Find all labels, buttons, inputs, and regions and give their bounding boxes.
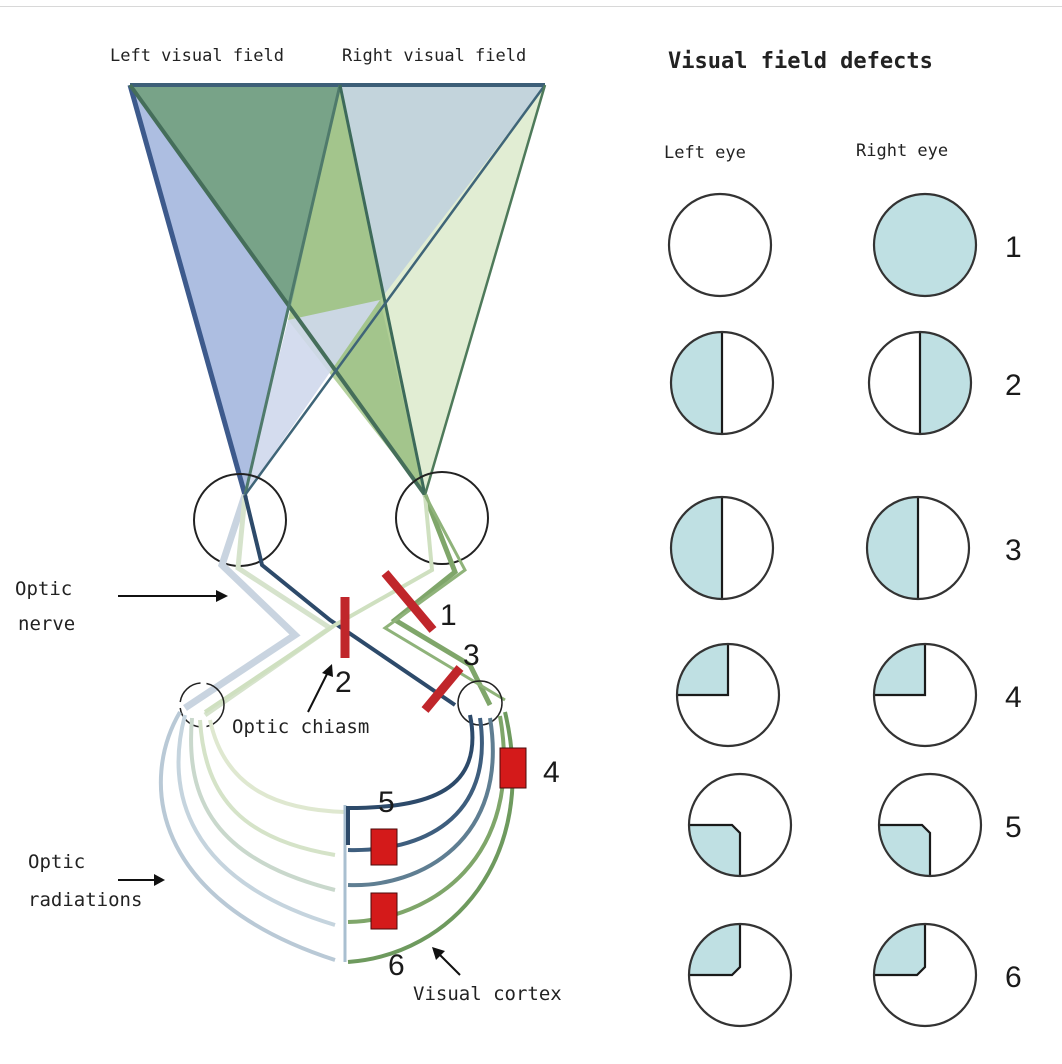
visual-field-outline	[687, 922, 793, 1028]
left-lgn-circle	[179, 682, 225, 728]
defect-shaded-area	[920, 332, 971, 434]
right-eye-defect-4	[872, 642, 978, 748]
visual-field-outline	[669, 330, 775, 436]
left-eye-defect-2	[669, 330, 775, 436]
visual-field-outline	[675, 642, 781, 748]
defect-shaded-area	[874, 194, 976, 296]
left-eye-defect-4	[675, 642, 781, 748]
defect-shaded-area	[879, 825, 930, 876]
visual-field-outline	[877, 772, 983, 878]
optic-radiations-label-line2: radiations	[28, 889, 142, 911]
defect-row-number: 3	[1005, 534, 1022, 567]
defect-row-number: 4	[1005, 681, 1022, 714]
defect-row-number: 6	[1005, 961, 1022, 994]
visual-cortex-arrowhead	[432, 947, 445, 960]
lesion-4-box	[499, 747, 527, 789]
left-eye-defect-6	[687, 922, 793, 1028]
visual-cortex-label: Visual cortex	[413, 983, 562, 1005]
right-eyeball	[395, 471, 489, 565]
right-eye-defect-5	[877, 772, 983, 878]
defect-shaded-area	[677, 644, 728, 695]
optic-nerve-arrowhead	[216, 590, 228, 602]
right-eye-defect-2	[867, 330, 973, 436]
lesion-number-3: 3	[463, 639, 480, 672]
top-divider	[0, 6, 1062, 7]
visual-field-outline	[872, 642, 978, 748]
left-eye-label: Left eye	[664, 143, 746, 163]
lesion-3-bar	[421, 665, 464, 713]
optic-chiasm-arrowhead	[322, 664, 333, 677]
defects-title: Visual field defects	[668, 49, 933, 74]
right-eye-defect-1	[872, 192, 978, 298]
defect-shaded-area	[689, 825, 740, 876]
defect-row-number: 5	[1005, 811, 1022, 844]
visual-field-outline	[867, 330, 973, 436]
lesion-number-2: 2	[335, 666, 352, 699]
visual-field-outline	[667, 192, 773, 298]
visual-field-outline	[872, 922, 978, 1028]
defect-divider-line	[874, 924, 927, 977]
lesion-5-box	[370, 828, 398, 866]
lesion-number-5: 5	[378, 786, 395, 819]
defect-shaded-area	[867, 497, 918, 599]
left-visual-field-label: Left visual field	[110, 46, 284, 66]
lesion-markers	[340, 570, 527, 930]
left-eye-defect-5	[687, 772, 793, 878]
optic-chiasm-arrow	[307, 671, 329, 713]
visual-field-outline	[669, 495, 775, 601]
left-eye-defect-3	[669, 495, 775, 601]
optic-radiations-arrowhead	[154, 874, 165, 886]
right-field-lightgreen-cone	[380, 85, 545, 495]
optic-chiasm-label: Optic chiasm	[232, 716, 369, 738]
visual-cortex-arrow	[437, 952, 461, 976]
defect-shaded-area	[671, 497, 722, 599]
defect-shaded-area	[671, 332, 722, 434]
overlap-green-mid	[288, 85, 425, 495]
right-eye-defect-3	[865, 495, 971, 601]
defect-shaded-area	[874, 924, 925, 975]
optic-nerve-fibers	[183, 493, 506, 718]
defect-divider-line	[677, 644, 730, 697]
defect-divider-line	[879, 823, 932, 876]
lesion-number-4: 4	[543, 756, 560, 789]
visual-field-triangles	[127, 83, 547, 497]
defect-rows: 1 2 3 4 5 6	[667, 192, 1022, 1028]
defect-shaded-area	[874, 644, 925, 695]
left-eye-defect-1	[667, 192, 773, 298]
defect-divider-line	[689, 924, 742, 977]
right-visual-field-label: Right visual field	[342, 46, 526, 66]
defect-divider-line	[689, 823, 742, 876]
optic-radiations-label-line1: Optic	[28, 851, 85, 873]
visual-field-outline	[865, 495, 971, 601]
lesion-number-6: 6	[388, 949, 405, 982]
defect-divider-line	[874, 644, 927, 697]
lesion-1-bar	[381, 570, 437, 633]
visual-field-outline	[687, 772, 793, 878]
right-eye-label: Right eye	[856, 141, 948, 161]
visual-field-outline	[872, 192, 978, 298]
lesion-number-1: 1	[440, 599, 457, 632]
optic-radiations	[158, 710, 515, 964]
optic-nerve-label-line1: Optic	[15, 578, 72, 600]
defect-row-number: 1	[1005, 231, 1022, 264]
right-eye-defect-6	[872, 922, 978, 1028]
defect-row-number: 2	[1005, 369, 1022, 402]
left-eye-nasal-cone	[245, 300, 380, 495]
optic-nerve-label-line2: nerve	[18, 613, 75, 635]
lesion-6-box	[370, 892, 398, 930]
defect-shaded-area	[689, 924, 740, 975]
